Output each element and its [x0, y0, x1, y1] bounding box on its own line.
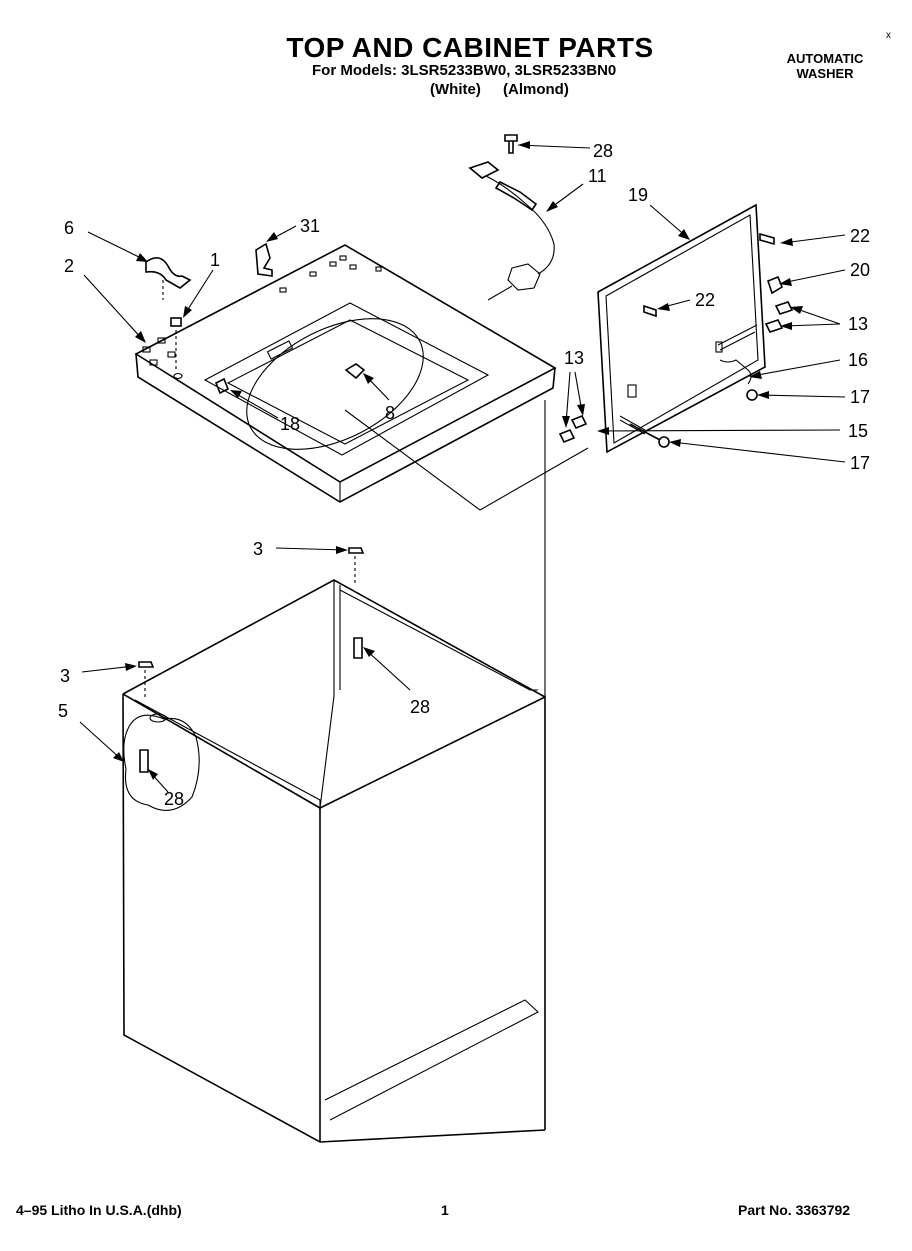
callout-1: 1: [210, 250, 220, 270]
callout-3-upper: 3: [253, 539, 263, 559]
litho-note: 4–95 Litho In U.S.A.(dhb): [16, 1202, 182, 1218]
models-line: For Models: 3LSR5233BW0, 3LSR5233BN0: [312, 62, 617, 79]
variant-white: (White): [430, 81, 481, 98]
callout-8: 8: [385, 403, 395, 423]
product-line-1: AUTOMATIC: [786, 51, 864, 66]
callout-31: 31: [300, 216, 320, 236]
leader-lines: [79, 141, 846, 793]
rear-console-panel: [597, 203, 766, 454]
cabinet: [122, 400, 546, 1143]
variant-almond: (Almond): [503, 81, 569, 98]
page-title: TOP AND CABINET PARTS: [286, 32, 654, 63]
callout-22-right: 22: [850, 226, 870, 246]
callout-16: 16: [848, 350, 868, 370]
callout-28-lower: 28: [164, 789, 184, 809]
callout-17-upper: 17: [850, 387, 870, 407]
callout-28-top: 28: [593, 141, 613, 161]
corner-mark: x: [886, 30, 891, 41]
callout-28-middle: 28: [410, 697, 430, 717]
callout-17-lower: 17: [850, 453, 870, 473]
callout-20: 20: [850, 260, 870, 280]
callout-5: 5: [58, 701, 68, 721]
callout-18: 18: [280, 414, 300, 434]
page-number: 1: [441, 1202, 449, 1218]
part-number: Part No. 3363792: [738, 1202, 851, 1218]
callout-11: 11: [588, 166, 607, 186]
hardware-parts: [138, 134, 794, 773]
top-panel: [134, 244, 589, 511]
callout-labels: 28 11 19 22 20 6 31 2 1 22 13 13 16 17 1…: [58, 141, 870, 809]
callout-6: 6: [64, 218, 74, 238]
callout-13-right: 13: [848, 314, 868, 334]
callout-2: 2: [64, 256, 74, 276]
model-variants: (White) (Almond): [430, 81, 569, 98]
product-line-2: WASHER: [796, 66, 854, 81]
callout-13-left: 13: [564, 348, 584, 368]
callout-19: 19: [628, 185, 648, 205]
callout-22-inner: 22: [695, 290, 715, 310]
callout-3-lower: 3: [60, 666, 70, 686]
callout-15: 15: [848, 421, 868, 441]
wire-harness: [468, 161, 555, 301]
